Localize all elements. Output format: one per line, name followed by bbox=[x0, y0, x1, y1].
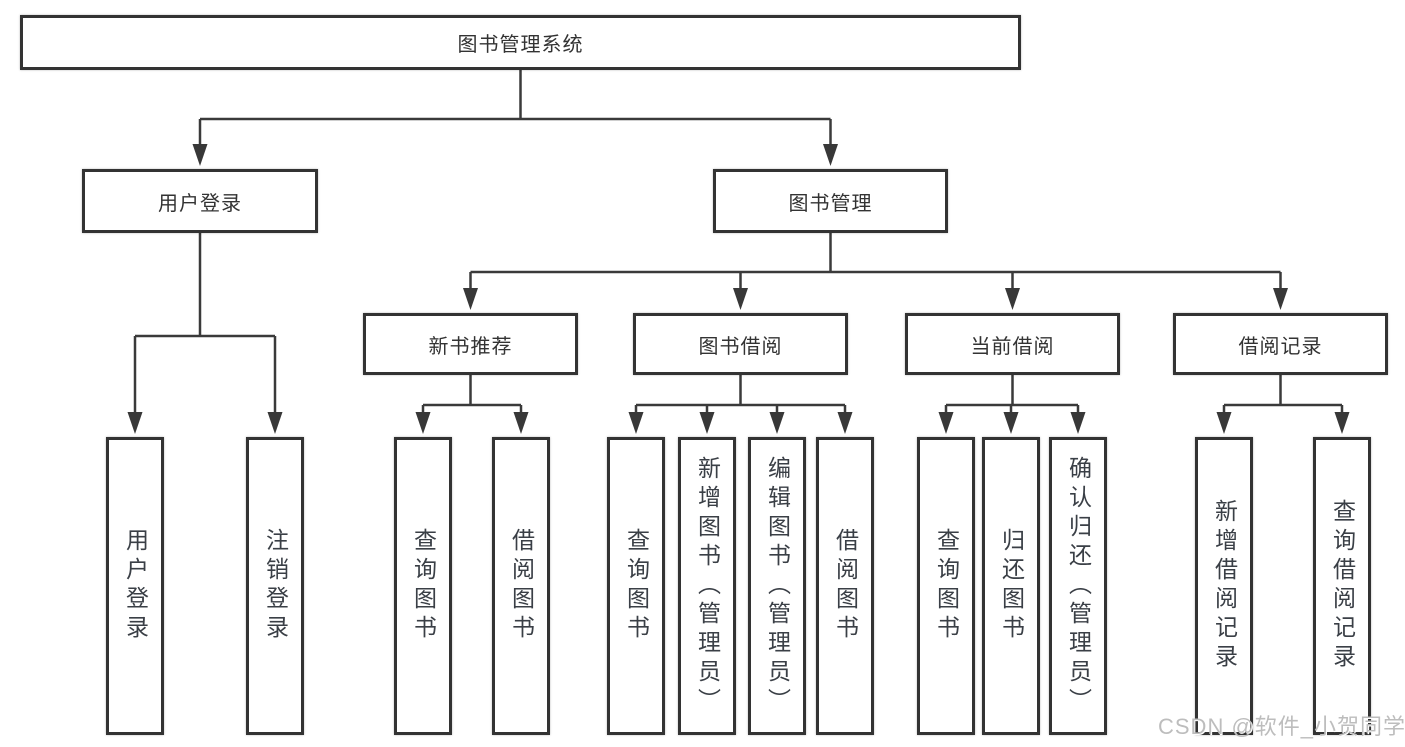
leaf-borrow-books: 借阅图书 bbox=[492, 437, 550, 735]
leaf-borrow-books: 借阅图书 bbox=[816, 437, 874, 735]
leaf-confirm-return-admin: 确认归还（管理员） bbox=[1049, 437, 1107, 735]
arrowheads bbox=[127, 144, 1350, 434]
leaf-label: 归还图书 bbox=[998, 528, 1025, 644]
connector-user-login-to-leaves bbox=[133, 233, 277, 425]
leaf-search-borrow-record: 查询借阅记录 bbox=[1313, 437, 1371, 735]
connector-borrowing-records-to-leaves bbox=[1222, 375, 1344, 420]
leaf-label: 借阅图书 bbox=[832, 528, 859, 644]
arrow-down-icon bbox=[192, 144, 208, 166]
leaf-label: 查询借阅记录 bbox=[1329, 499, 1356, 673]
node-user-login: 用户登录 bbox=[82, 169, 318, 233]
leaf-search-books: 查询图书 bbox=[394, 437, 452, 735]
arrow-down-icon bbox=[463, 288, 478, 310]
leaf-search-books: 查询图书 bbox=[607, 437, 665, 735]
arrow-down-icon bbox=[415, 412, 431, 434]
node-borrowing-records: 借阅记录 bbox=[1173, 313, 1388, 375]
arrow-down-icon bbox=[127, 412, 143, 434]
connector-root-to-level2 bbox=[198, 70, 832, 150]
connector-new-book-to-leaves bbox=[421, 375, 523, 420]
arrow-down-icon bbox=[837, 412, 853, 434]
arrow-down-icon bbox=[938, 412, 954, 434]
leaf-logout: 注销登录 bbox=[246, 437, 304, 735]
arrow-down-icon bbox=[823, 144, 838, 166]
arrow-down-icon bbox=[1216, 412, 1232, 434]
leaf-label: 用户登录 bbox=[122, 528, 149, 644]
leaf-user-login: 用户登录 bbox=[106, 437, 164, 735]
arrow-down-icon bbox=[1273, 288, 1288, 310]
leaf-label: 注销登录 bbox=[262, 528, 289, 644]
csdn-watermark: CSDN @软件_小贺同学 bbox=[1158, 714, 1405, 739]
leaf-label: 新增图书（管理员） bbox=[694, 455, 721, 717]
leaf-label: 确认归还（管理员） bbox=[1065, 455, 1092, 717]
arrow-down-icon bbox=[1005, 288, 1020, 310]
leaf-return-books: 归还图书 bbox=[982, 437, 1040, 735]
connector-book-borrowing-to-leaves bbox=[634, 375, 847, 420]
leaf-edit-books-admin: 编辑图书（管理员） bbox=[748, 437, 806, 735]
arrow-down-icon bbox=[628, 412, 644, 434]
node-current-borrowing: 当前借阅 bbox=[905, 313, 1120, 375]
arrow-down-icon bbox=[267, 412, 283, 434]
leaf-label: 编辑图书（管理员） bbox=[764, 455, 791, 717]
node-new-book-recommendation: 新书推荐 bbox=[363, 313, 578, 375]
arrow-down-icon bbox=[733, 288, 748, 310]
node-root-library-management-system: 图书管理系统 bbox=[20, 15, 1021, 70]
leaf-label: 借阅图书 bbox=[508, 528, 535, 644]
node-book-borrowing: 图书借阅 bbox=[633, 313, 848, 375]
arrow-down-icon bbox=[1070, 412, 1086, 434]
leaf-add-borrow-record: 新增借阅记录 bbox=[1195, 437, 1253, 735]
leaf-label: 新增借阅记录 bbox=[1211, 499, 1238, 673]
node-book-management: 图书管理 bbox=[713, 169, 948, 233]
arrow-down-icon bbox=[699, 412, 715, 434]
leaf-label: 查询图书 bbox=[933, 528, 960, 644]
arrow-down-icon bbox=[1334, 412, 1350, 434]
leaf-search-books: 查询图书 bbox=[917, 437, 975, 735]
arrow-down-icon bbox=[1003, 412, 1019, 434]
connector-book-mgmt-to-level3 bbox=[469, 233, 1282, 295]
arrow-down-icon bbox=[769, 412, 785, 434]
leaf-add-books-admin: 新增图书（管理员） bbox=[678, 437, 736, 735]
arrow-down-icon bbox=[513, 412, 529, 434]
leaf-label: 查询图书 bbox=[410, 528, 437, 644]
leaf-label: 查询图书 bbox=[623, 528, 650, 644]
